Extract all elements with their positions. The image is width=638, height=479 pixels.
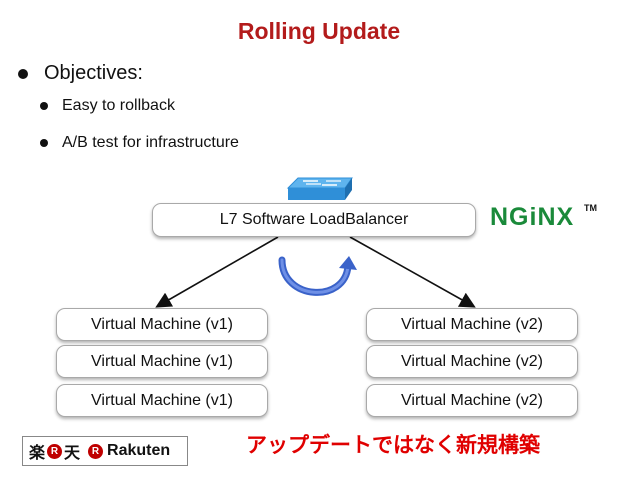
load-balancer-box: L7 Software LoadBalancer (152, 203, 476, 237)
logo-kanji: 天 (64, 443, 81, 462)
network-switch-icon (286, 177, 353, 200)
nginx-trademark: TM (584, 203, 597, 213)
bullet-label: Easy to rollback (62, 97, 175, 114)
arrow-to-v1 (155, 236, 279, 308)
bullet-ab-test: A/B test for infrastructure (40, 134, 239, 152)
nginx-logo: NGiNX (490, 203, 575, 231)
vm-v1-box: Virtual Machine (v1) (56, 345, 268, 378)
bullet-dot (40, 102, 48, 110)
bullet-dot (40, 139, 48, 147)
bullet-dot (18, 68, 28, 79)
vm-v2-box: Virtual Machine (v2) (366, 345, 578, 378)
bullet-easy-rollback: Easy to rollback (40, 97, 175, 115)
japanese-caption: アップデートではなく新規構築 (246, 433, 540, 457)
rotate-arrow-icon (278, 256, 357, 296)
vm-v1-box: Virtual Machine (v1) (56, 308, 268, 341)
arrow-to-v2 (349, 236, 476, 308)
logo-kanji: 楽 (29, 443, 46, 462)
logo-r-mark: R (88, 443, 104, 459)
rakuten-logo: 楽 R 天 R Rakuten (22, 436, 188, 466)
logo-r-mark: R (47, 443, 63, 459)
vm-v2-box: Virtual Machine (v2) (366, 384, 578, 417)
logo-wordmark: Rakuten (107, 442, 171, 459)
vm-v1-box: Virtual Machine (v1) (56, 384, 268, 417)
slide-title: Rolling Update (237, 18, 401, 44)
bullet-objectives: Objectives: (18, 62, 143, 85)
vm-v2-box: Virtual Machine (v2) (366, 308, 578, 341)
bullet-label: A/B test for infrastructure (62, 134, 239, 151)
bullet-label: Objectives: (44, 62, 143, 84)
